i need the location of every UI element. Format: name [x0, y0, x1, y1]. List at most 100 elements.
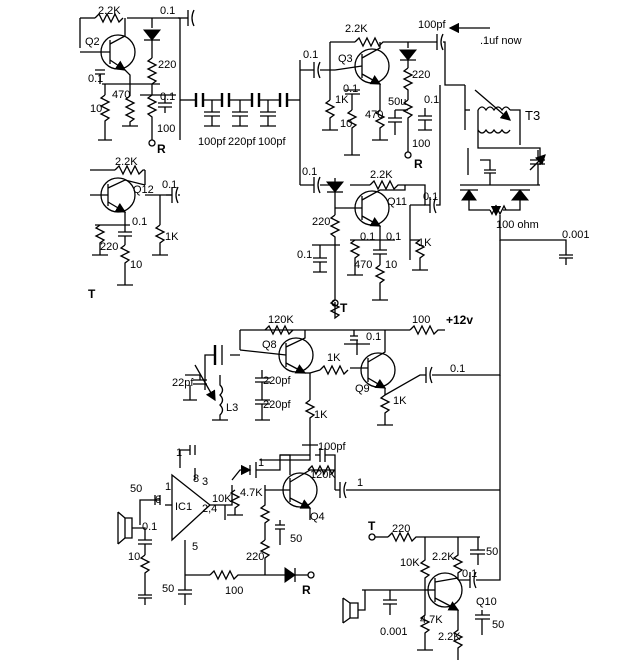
q10-r2-label: 10K	[400, 557, 420, 569]
q4-c1-label: 100pf	[318, 441, 346, 453]
pin3-label: 3	[202, 476, 208, 488]
ic-c2-label: 0.1	[142, 521, 157, 533]
q11-r1-label: 2.2K	[370, 169, 393, 181]
ic-c1-label: 50	[130, 483, 142, 495]
pin1c-label: 1	[258, 457, 264, 469]
q3-r2-label: 1K	[335, 94, 349, 106]
q3-c0-label: 0.1	[303, 49, 318, 61]
q11-c1-label: 0.1	[423, 191, 438, 203]
q12-label: Q12	[133, 184, 154, 196]
q11-c2-label: 0.1	[297, 249, 312, 261]
q10-t-label: T	[368, 519, 376, 533]
q10-c2-label: 0.1	[462, 568, 477, 580]
q8-c1-label: 0.1	[366, 331, 381, 343]
q10-label: Q10	[476, 596, 497, 608]
note-label: .1uf now	[480, 35, 522, 47]
q12-r1-label: 2.2K	[115, 156, 138, 168]
q8-r3-label: 1K	[327, 352, 341, 364]
q10-r4-label: 4.7K	[420, 614, 443, 626]
lc-filter	[180, 93, 300, 127]
q8-label: Q8	[262, 339, 277, 351]
q8-r2-label: 100	[412, 314, 430, 326]
ic-r1-label: 10	[128, 551, 140, 563]
q4-r2-label: 220	[246, 551, 264, 563]
q2-r3-label: 470	[112, 89, 130, 101]
q10-c1-label: 50	[486, 546, 498, 558]
q12-t-label: T	[88, 287, 96, 301]
q9-label: Q9	[355, 383, 370, 395]
q10-c3-label: 0.001	[380, 626, 408, 638]
q12-stage	[90, 164, 180, 286]
q11-r4-label: 10	[385, 259, 397, 271]
q10-r3-label: 2.2K	[432, 551, 455, 563]
q11-stage	[300, 85, 441, 320]
q12-r4-label: 1K	[165, 231, 179, 243]
pin24-label: 2,4	[202, 503, 217, 515]
q11-c3-label: 0.1	[360, 231, 375, 243]
ic1-amplifier	[171, 473, 212, 542]
q2-r2-label: 10	[90, 103, 102, 115]
q2-r1-label: 2.2K	[98, 5, 121, 17]
ic1-q4-stage	[117, 445, 500, 605]
t3-label: T3	[525, 108, 540, 123]
ic1-speaker-icon	[124, 517, 133, 539]
filter-c2-label: 220pf	[228, 136, 256, 148]
q2-label: Q2	[85, 36, 100, 48]
q11-c0-label: 0.1	[302, 166, 317, 178]
q2-r5-label: 100	[157, 123, 175, 135]
q4-c2-label: 50	[290, 533, 302, 545]
q10-c4-label: 50	[492, 619, 504, 631]
ic-r3-label: 4.7K	[240, 487, 263, 499]
pin1-label: 1	[176, 447, 182, 459]
filter-c3-label: 100pf	[258, 136, 286, 148]
q11-r3-label: 470	[354, 259, 372, 271]
pin1b-label: 1	[165, 481, 171, 493]
component-labels: 2.2K 0.1 Q2 220 0.1 10 470 0.1 100 R 2.2…	[85, 5, 590, 643]
q3-c3-label: 0.1	[424, 94, 439, 106]
q11-t-label: T	[340, 301, 348, 315]
q4-cout-label: 1	[357, 477, 363, 489]
q3-r3-label: 10	[340, 118, 352, 130]
q4-r-label: R	[302, 583, 311, 597]
ic1-label: IC1	[175, 501, 192, 513]
q3-r4-label: 470	[365, 109, 383, 121]
q9-r-label: 1K	[393, 395, 407, 407]
l3-c2-label: 220pf	[263, 375, 291, 387]
ic-pot-label: 10K	[212, 493, 232, 505]
t3-r-label: 100 ohm	[496, 219, 539, 231]
q11-r5-label: 1K	[418, 237, 432, 249]
q9-transistor	[360, 352, 396, 388]
l3-c3-label: 220pf	[263, 399, 291, 411]
q2-stage	[79, 9, 195, 147]
q3-label: Q3	[338, 53, 353, 65]
q12-c2-label: 0.1	[132, 216, 147, 228]
ic-r2-label: 100	[225, 585, 243, 597]
t3-c-label: 0.001	[562, 229, 590, 241]
q8-q9-stage	[183, 324, 445, 446]
q3-r1-label: 2.2K	[345, 23, 368, 35]
pin8-label: 8	[193, 473, 199, 485]
q3-cout-label: 100pf	[418, 19, 446, 31]
q3-c1-label: 0.1	[343, 83, 358, 95]
filter-c1-label: 100pf	[198, 136, 226, 148]
q4-r1-label: 120K	[310, 469, 336, 481]
l3-c1-label: 22pf	[172, 377, 194, 389]
q2-diode	[142, 29, 162, 41]
q4-label: Q4	[310, 511, 325, 523]
ic-c3-label: 50	[162, 583, 174, 595]
q3-r-label: R	[414, 157, 423, 171]
q11-label: Q11	[387, 196, 407, 208]
q8-r1-label: 120K	[268, 314, 294, 326]
t3-detector	[440, 85, 573, 376]
q2-r4-label: 220	[158, 59, 176, 71]
q3-stage	[299, 22, 490, 185]
pin6-label: 6	[155, 494, 161, 506]
q2-c3-label: 0.1	[160, 91, 175, 103]
q2-r-label: R	[157, 142, 166, 156]
q3-r5-label: 220	[412, 69, 430, 81]
q9-c-label: 0.1	[450, 363, 465, 375]
q10-r5-label: 2.2K	[438, 631, 461, 643]
q11-c4-label: 0.1	[386, 231, 401, 243]
